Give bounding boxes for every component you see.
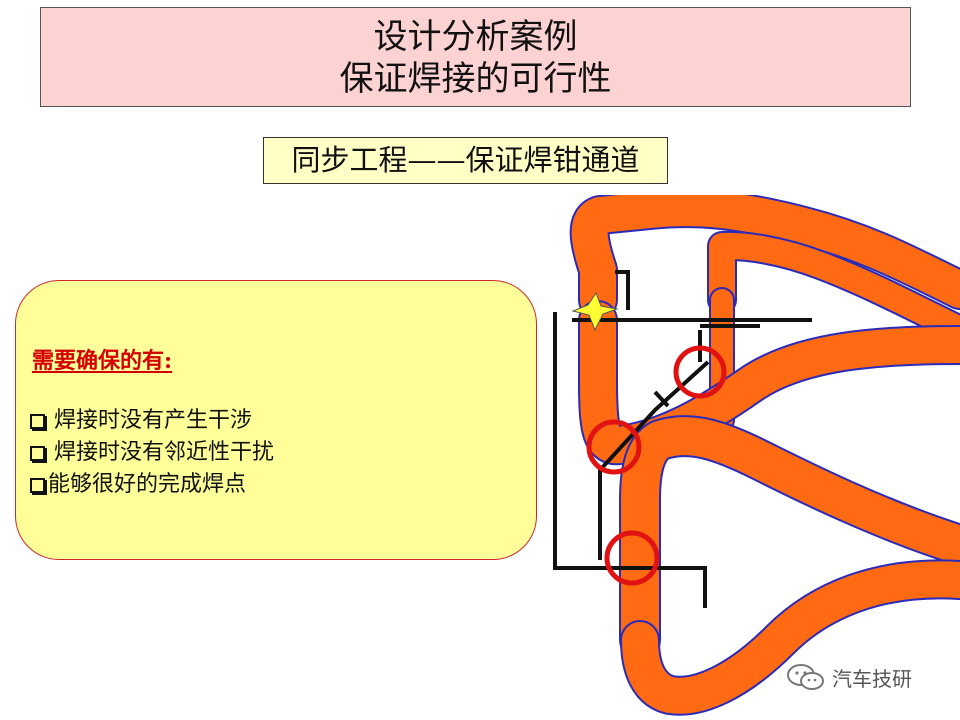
subtitle-box: 同步工程——保证焊钳通道 [263, 137, 668, 184]
title-banner: 设计分析案例 保证焊接的可行性 [40, 7, 911, 107]
list-item: 能够很好的完成焊点 [30, 469, 274, 501]
interference-circle [586, 419, 642, 475]
wechat-icon [787, 664, 824, 690]
weld-point-star-icon [571, 291, 619, 332]
interference-circle [604, 530, 660, 586]
checkbox-bullet-icon [30, 477, 45, 493]
list-item: 焊接时没有邻近性干扰 [30, 437, 274, 469]
checkbox-bullet-icon [30, 413, 45, 429]
welding-gun-clearance-figure [553, 195, 960, 716]
interference-circles [586, 345, 727, 586]
checkbox-bullet-icon [30, 445, 45, 461]
requirements-list: 焊接时没有产生干涉 焊接时没有邻近性干扰 能够很好的完成焊点 [30, 405, 274, 501]
title-line-2: 保证焊接的可行性 [339, 59, 612, 99]
watermark-text: 汽车技研 [832, 666, 912, 691]
list-item-text: 焊接时没有产生干涉 [54, 408, 253, 433]
list-item-text: 能够很好的完成焊点 [48, 472, 247, 497]
list-item: 焊接时没有产生干涉 [30, 405, 274, 437]
callout-heading: 需要确保的有: [32, 348, 173, 374]
watermark: 汽车技研 [786, 662, 912, 692]
welding-gun-tubes [569, 195, 960, 716]
interference-circle [673, 345, 727, 399]
requirements-callout: 需要确保的有: 焊接时没有产生干涉 焊接时没有邻近性干扰 能够很好的完成焊点 [15, 280, 537, 560]
title-line-1: 设计分析案例 [373, 17, 578, 57]
list-item-text: 焊接时没有邻近性干扰 [54, 440, 275, 465]
